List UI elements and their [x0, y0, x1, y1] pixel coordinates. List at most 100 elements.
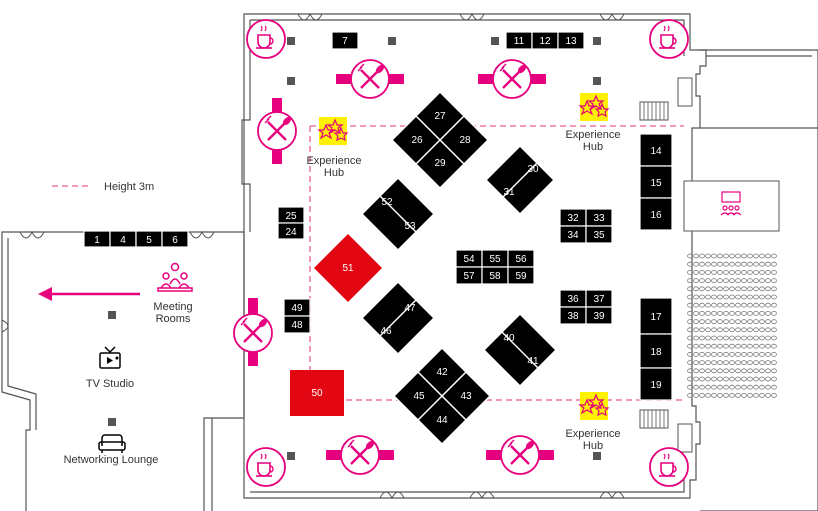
audience-seat: [747, 261, 753, 267]
audience-seat: [711, 278, 717, 284]
audience-seat: [729, 319, 735, 325]
booth-51[interactable]: [314, 234, 382, 302]
booth-48-label: 48: [291, 320, 303, 331]
meeting-rooms-label[interactable]: Meeting Rooms: [145, 301, 201, 325]
fork-knife-icon: [491, 58, 533, 100]
audience-seat: [741, 368, 747, 374]
experience-hub-label-line1: Experience: [306, 155, 362, 167]
audience-seat: [741, 261, 747, 267]
audience-seating: [687, 253, 777, 398]
audience-seat: [699, 302, 705, 308]
audience-seat: [771, 335, 777, 341]
booth-pair-46-47[interactable]: [360, 280, 436, 356]
audience-seat: [759, 368, 765, 374]
audience-seat: [765, 368, 771, 374]
audience-seat: [753, 294, 759, 300]
audience-seat: [723, 278, 729, 284]
audience-seat: [705, 269, 711, 275]
audience-seat: [687, 384, 693, 390]
meeting-rooms-label-line2: Rooms: [155, 313, 191, 325]
audience-seat: [753, 269, 759, 275]
audience-seat: [771, 302, 777, 308]
audience-seat: [759, 269, 765, 275]
booth-13-label: 13: [565, 36, 577, 47]
booth-pair-40-41[interactable]: [482, 312, 558, 388]
booth-cluster-42-45[interactable]: [392, 346, 492, 446]
booth-46-label: 46: [380, 326, 392, 337]
audience-seat: [741, 310, 747, 316]
audience-seat: [771, 327, 777, 333]
tv-studio-label[interactable]: TV Studio: [85, 378, 135, 390]
booth-40-label: 40: [503, 333, 515, 344]
audience-seat: [687, 294, 693, 300]
booth-pair-30-31[interactable]: [484, 144, 556, 216]
audience-seat: [711, 392, 717, 398]
audience-seat: [711, 261, 717, 267]
audience-seat: [753, 319, 759, 325]
audience-seat: [699, 269, 705, 275]
audience-seat: [771, 319, 777, 325]
audience-seat: [711, 368, 717, 374]
audience-seat: [729, 343, 735, 349]
audience-seat: [729, 376, 735, 382]
audience-seat: [729, 294, 735, 300]
audience-seat: [705, 261, 711, 267]
booth-59-label: 59: [515, 271, 527, 282]
audience-seat: [693, 343, 699, 349]
booth-50[interactable]: [290, 370, 344, 416]
audience-seat: [711, 327, 717, 333]
audience-seat: [747, 368, 753, 374]
booth-pair-52-53[interactable]: [360, 176, 436, 252]
audience-seat: [741, 351, 747, 357]
booth-11-label: 11: [514, 36, 525, 47]
audience-seat: [699, 392, 705, 398]
audience-seat: [687, 392, 693, 398]
experience-hub-label: Experience Hub: [562, 129, 624, 153]
fork-knife-icon: [232, 312, 274, 354]
booth-51-label: 51: [342, 263, 354, 274]
audience-seat: [765, 319, 771, 325]
networking-lounge-label[interactable]: Networking Lounge: [63, 454, 159, 466]
audience-seat: [705, 392, 711, 398]
audience-seat: [771, 269, 777, 275]
booth-labels: 1 4 5 6 7 11 12 13 14 15 16 17 18 19 25 …: [94, 36, 662, 426]
audience-seat: [693, 278, 699, 284]
audience-seat: [759, 327, 765, 333]
audience-seat: [717, 261, 723, 267]
booth-33-label: 33: [593, 213, 605, 224]
audience-seat: [753, 368, 759, 374]
audience-seat: [723, 368, 729, 374]
audience-seat: [735, 376, 741, 382]
audience-seat: [705, 376, 711, 382]
audience-seat: [699, 376, 705, 382]
booth-blocks[interactable]: [83, 31, 673, 401]
audience-seat: [729, 310, 735, 316]
audience-seat: [711, 302, 717, 308]
audience-seat: [717, 286, 723, 292]
audience-seat: [705, 253, 711, 259]
audience-seat: [765, 302, 771, 308]
audience-seat: [723, 269, 729, 275]
booth-37-label: 37: [593, 294, 605, 305]
audience-seat: [765, 376, 771, 382]
audience-seat: [729, 327, 735, 333]
audience-seat: [759, 319, 765, 325]
audience-seat: [705, 343, 711, 349]
audience-seat: [723, 335, 729, 341]
audience-seat: [687, 302, 693, 308]
audience-seat: [717, 327, 723, 333]
audience-seat: [729, 351, 735, 357]
audience-seat: [717, 319, 723, 325]
audience-seat: [771, 343, 777, 349]
audience-seat: [741, 269, 747, 275]
booth-53-label: 53: [404, 221, 416, 232]
fork-knife-icon: [256, 110, 298, 152]
audience-seat: [753, 261, 759, 267]
audience-seat: [765, 343, 771, 349]
booth-cluster-26-29[interactable]: [390, 90, 490, 190]
audience-seat: [735, 384, 741, 390]
audience-seat: [723, 351, 729, 357]
experience-hub-label-line2: Hub: [582, 141, 604, 153]
audience-seat: [687, 368, 693, 374]
audience-seat: [759, 335, 765, 341]
